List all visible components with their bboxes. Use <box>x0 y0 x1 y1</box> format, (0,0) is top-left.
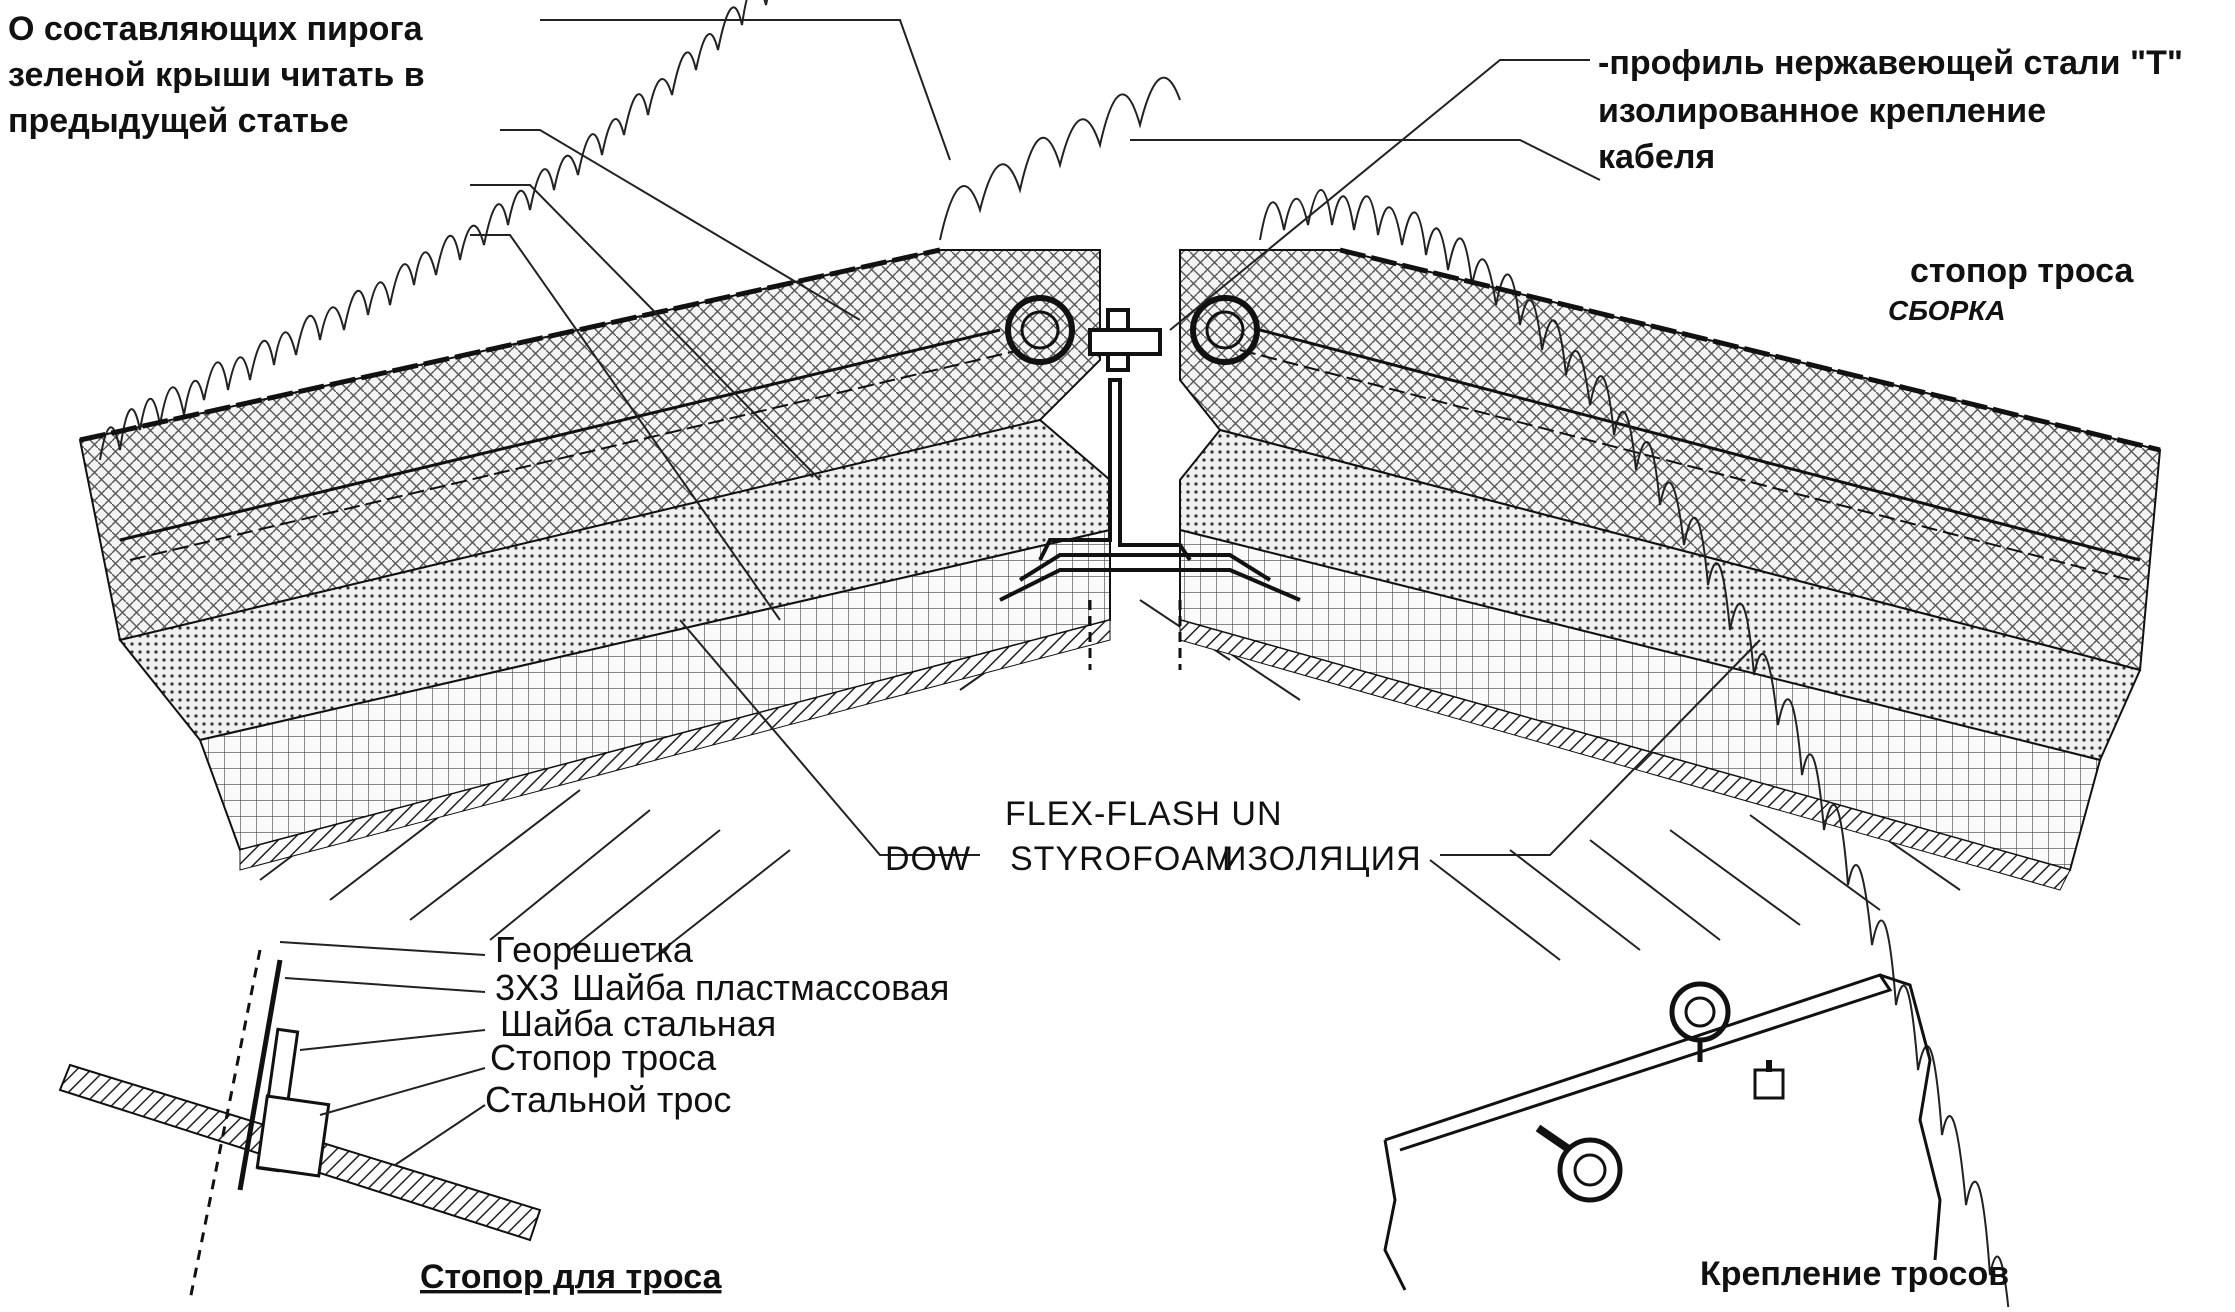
detail-cable-stop <box>58 949 542 1301</box>
green-roof-vegetation <box>99 0 2010 1312</box>
label-top-left-line2: зеленой крыши читать в <box>8 56 425 94</box>
detail-leader-lines <box>279 941 486 1166</box>
label-top-left-line1: О составляющих пирога <box>8 10 424 48</box>
label-styrofoam: STYROFOAM <box>1010 840 1234 878</box>
vegetation-base-line-right <box>1339 247 2161 453</box>
label-insulation: ИЗОЛЯЦИЯ <box>1222 840 1422 878</box>
label-dow: DOW <box>885 840 971 878</box>
label-top-right-line1: -профиль нержавеющей стали "Т" <box>1598 44 2183 82</box>
detail-label-plastic-washer: Шайба пластмассовая <box>572 967 949 1008</box>
detail-label-steel-washer: Шайба стальная <box>500 1003 776 1044</box>
ridge-profile <box>999 308 1301 670</box>
left-slope-layers <box>78 249 1111 871</box>
label-flex-flash: FLEX-FLASH UN <box>1005 795 1283 833</box>
detail-label-steel-cable: Стальной трос <box>485 1079 731 1120</box>
right-slope-layers <box>1179 249 2162 891</box>
caption-cable-fastening: Крепление тросов <box>1700 1255 2009 1293</box>
label-top-right-line3: кабеля <box>1598 138 1715 176</box>
leader-lines <box>470 19 1761 856</box>
label-cable-stop: стопор троса <box>1910 252 2134 290</box>
ridge-eye-bolts <box>1005 295 1260 365</box>
label-top-right-line2: изолированное крепление <box>1598 92 2046 130</box>
vegetation-base-line-left <box>79 247 941 443</box>
caption-cable-stop: Стопор для троса <box>420 1258 723 1296</box>
detail-label-geogrid: Георешетка <box>495 929 694 970</box>
detail-cable-fastening <box>1383 973 1942 1291</box>
detail-label-3x3: 3X3 <box>495 967 559 1008</box>
detail-label-cable-stop: Стопор троса <box>490 1037 717 1078</box>
label-top-left-line3: предыдущей статье <box>8 102 349 140</box>
label-assembly: СБОРКА <box>1888 295 2006 326</box>
roof-deck-hatching <box>259 599 1961 961</box>
